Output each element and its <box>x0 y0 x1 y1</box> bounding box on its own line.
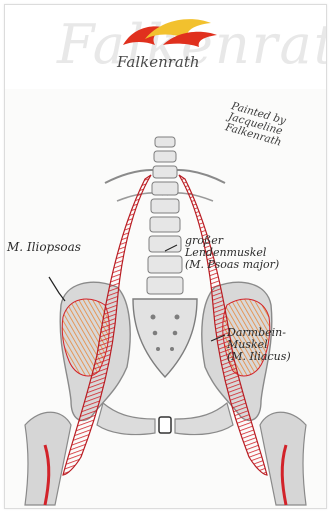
pubis-left <box>97 403 155 435</box>
pubic-symphysis <box>159 417 171 433</box>
label-psoas-major: großer Lendenmuskel (M. Psoas major) <box>185 235 279 271</box>
pubis-right <box>175 403 233 435</box>
label-psoas-line-3: (M. Psoas major) <box>185 259 279 271</box>
label-iliacus: Darmbein- Muskel (M. Iliacus) <box>227 327 291 363</box>
label-iliopsoas: M. Iliopsoas <box>7 241 81 253</box>
lumbar-spine <box>147 137 183 294</box>
label-iliacus-line-3: (M. Iliacus) <box>227 351 291 363</box>
sacrum <box>133 299 197 377</box>
illustration-card: Falkenrath Falkenrath <box>4 4 327 509</box>
pointer-iliopsoas <box>49 277 65 301</box>
